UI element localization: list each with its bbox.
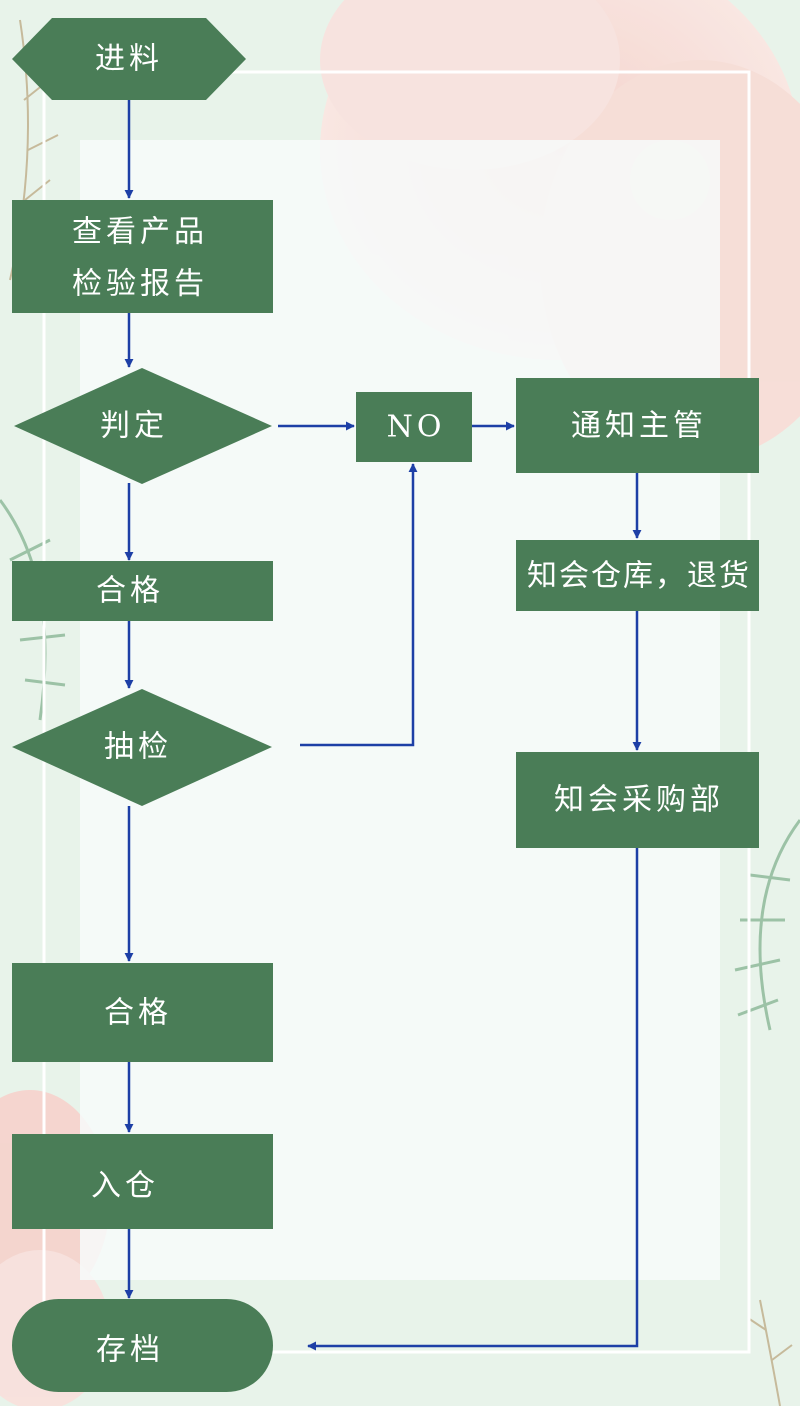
node-notify-manager: 通知主管 bbox=[516, 378, 759, 473]
edge-sampling-to-no bbox=[300, 463, 418, 747]
frame-border bbox=[42, 70, 751, 1354]
node-notify-warehouse-label: 知会仓库，退货 bbox=[527, 559, 751, 594]
node-notify-purchasing-label: 知会采购部 bbox=[554, 783, 724, 818]
node-notify-warehouse: 知会仓库，退货 bbox=[516, 540, 759, 611]
node-no: NO bbox=[356, 392, 472, 462]
edge-purchasing-to-archive bbox=[307, 848, 639, 1351]
node-start: 进料 bbox=[12, 18, 246, 100]
node-check-report: 查看产品 检验报告 bbox=[12, 200, 273, 313]
node-start-label: 进料 bbox=[95, 42, 163, 77]
node-sampling-label: 抽检 bbox=[104, 730, 172, 765]
node-no-label: NO bbox=[387, 410, 446, 445]
node-pass-1-label: 合格 bbox=[96, 574, 164, 609]
node-sampling: 抽检 bbox=[12, 689, 272, 806]
node-notify-manager-label: 通知主管 bbox=[571, 409, 707, 444]
node-check-report-label-line2: 检验报告 bbox=[72, 267, 208, 302]
node-check-report-label-line1: 查看产品 bbox=[72, 215, 208, 250]
node-archive: 存档 bbox=[12, 1299, 273, 1392]
node-notify-purchasing: 知会采购部 bbox=[516, 752, 759, 848]
node-judge-label: 判定 bbox=[100, 409, 168, 444]
node-pass-2-label: 合格 bbox=[104, 996, 172, 1031]
node-pass-1: 合格 bbox=[12, 561, 273, 621]
node-archive-label: 存档 bbox=[96, 1333, 164, 1368]
leaf-decoration-right bbox=[734, 819, 800, 1031]
edges bbox=[124, 100, 642, 1351]
node-pass-2: 合格 bbox=[12, 963, 273, 1062]
node-store: 入仓 bbox=[12, 1134, 273, 1229]
branch-decoration-bottom-right bbox=[747, 1299, 793, 1406]
node-store-label: 入仓 bbox=[91, 1169, 159, 1204]
node-judge: 判定 bbox=[14, 368, 272, 484]
